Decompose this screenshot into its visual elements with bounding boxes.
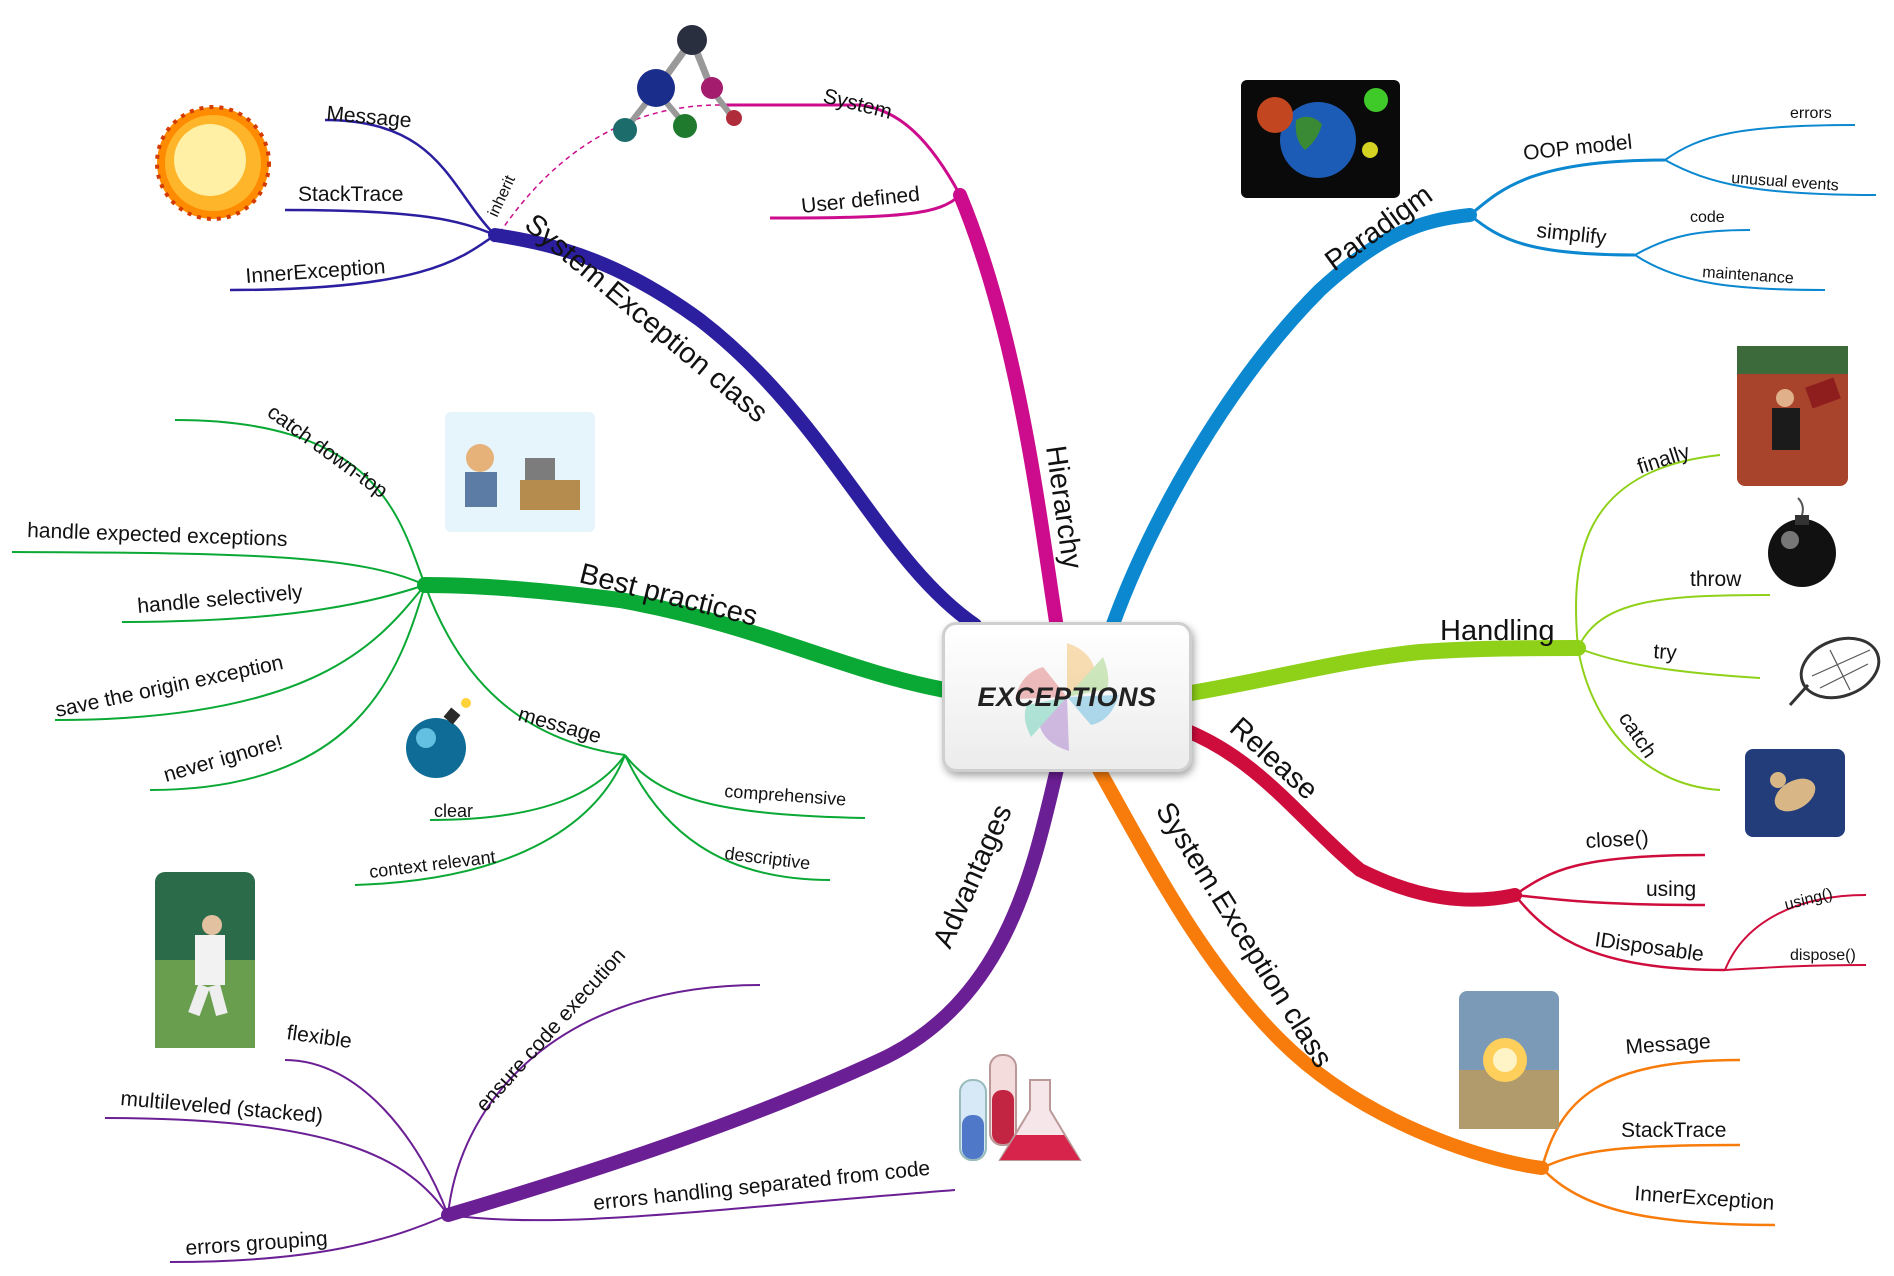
- paradigm-unusual-events: unusual events: [1731, 170, 1840, 194]
- paradigm-simplify: simplify: [1535, 219, 1608, 249]
- handling-label: Handling: [1440, 615, 1554, 647]
- right-message: Message: [1625, 1030, 1712, 1059]
- right-innerexception: InnerException: [1634, 1182, 1775, 1215]
- paradigm-code: code: [1690, 209, 1725, 226]
- best-practices-label: Best practices: [576, 558, 760, 633]
- msg-clear: clear: [434, 801, 473, 821]
- msg-comprehensive: comprehensive: [724, 781, 847, 809]
- explosion-icon: [1459, 991, 1559, 1129]
- adv-ensure-code-execution: ensure code execution: [472, 944, 630, 1116]
- central-topic[interactable]: EXCEPTIONS: [942, 622, 1192, 772]
- bp-handle-expected: handle expected exceptions: [27, 519, 288, 551]
- system-exception-right-label: System.Exception class: [1149, 797, 1338, 1074]
- msg-descriptive: descriptive: [724, 843, 812, 873]
- paradigm-errors: errors: [1790, 105, 1832, 122]
- paradigm-maintenance: maintenance: [1702, 264, 1795, 287]
- handling-try: try: [1653, 640, 1678, 665]
- bp-handle-selectively: handle selectively: [136, 581, 304, 618]
- central-topic-title: EXCEPTIONS: [977, 681, 1157, 712]
- handling-catch: catch: [1614, 708, 1661, 762]
- bp-never-ignore: never ignore!: [161, 731, 285, 787]
- bp-message: message: [516, 703, 604, 749]
- branch-system-exception-left: System.Exception class Message StackTrac…: [229, 102, 982, 632]
- globe-virus-icon: [1241, 80, 1400, 198]
- release-close: close(): [1585, 827, 1649, 853]
- right-stacktrace: StackTrace: [1621, 1119, 1726, 1142]
- bomb-icon: [406, 698, 471, 778]
- black-bomb-icon: [1768, 497, 1836, 587]
- handling-finally: finally: [1634, 440, 1693, 479]
- cat-catch-icon: [1745, 749, 1845, 837]
- baseball-player-icon: [155, 872, 255, 1048]
- adv-errors-grouping: errors grouping: [185, 1227, 329, 1260]
- butterfly-net-icon: [1788, 636, 1881, 707]
- branch-hierarchy: Hierarchy System User defined inherit: [485, 85, 1088, 635]
- branch-system-exception-right: System.Exception class Message StackTrac…: [1091, 761, 1775, 1227]
- handling-throw: throw: [1690, 568, 1742, 591]
- chemistry-flasks-icon: [959, 1054, 1082, 1161]
- frustrated-worker-icon: [445, 412, 595, 532]
- release-using-call: using(): [1783, 886, 1835, 914]
- adv-flexible: flexible: [285, 1021, 353, 1053]
- release-dispose: dispose(): [1790, 947, 1856, 964]
- fire-ball-icon: [155, 105, 271, 221]
- left-message: Message: [326, 102, 413, 132]
- hierarchy-system: System: [821, 85, 895, 124]
- msg-context-relevant: context relevant: [368, 847, 497, 882]
- paradigm-oop-model: OOP model: [1522, 131, 1633, 165]
- inherit-label: inherit: [485, 173, 519, 220]
- release-idisposable: IDisposable: [1593, 928, 1705, 966]
- bp-save-origin: save the origin exception: [53, 651, 285, 722]
- release-using: using: [1646, 878, 1696, 901]
- system-exception-left-label: System.Exception class: [519, 208, 774, 429]
- bp-catch-down-top: catch down-top: [263, 400, 392, 502]
- left-stacktrace: StackTrace: [298, 183, 403, 206]
- atom-molecule-icon: [613, 25, 742, 142]
- running-businessman-icon: [1737, 346, 1848, 486]
- pinwheel-icon: [1015, 643, 1119, 751]
- hierarchy-user-defined: User defined: [800, 183, 921, 218]
